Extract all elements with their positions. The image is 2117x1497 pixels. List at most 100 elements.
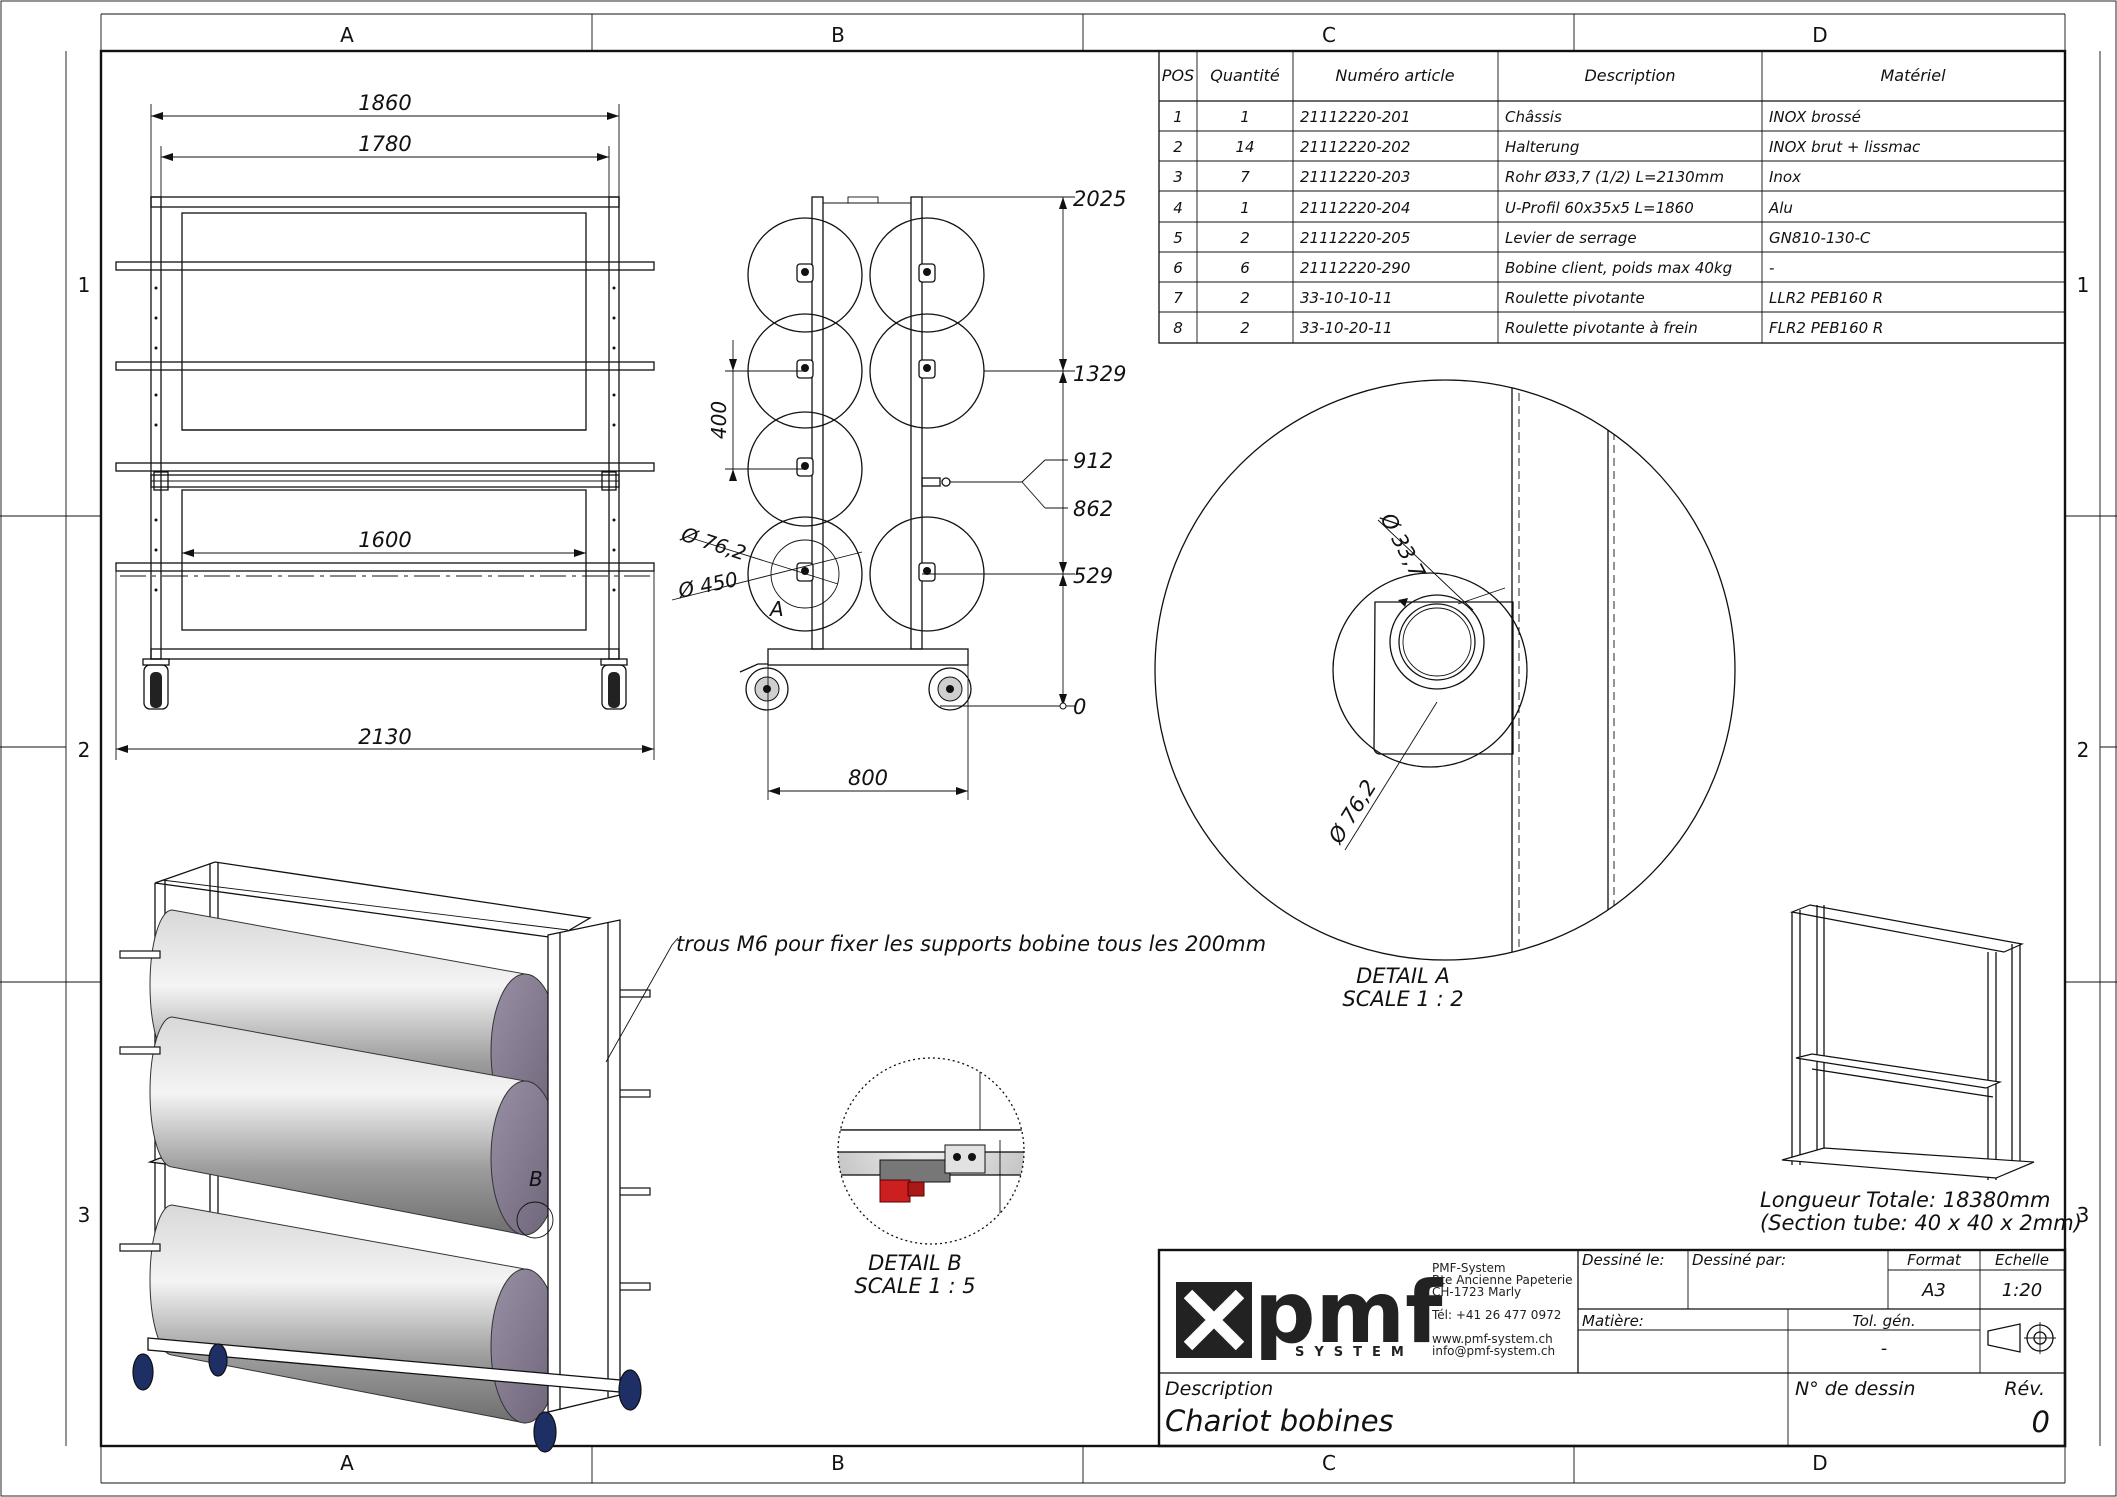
revision-label: Rév.	[2004, 1378, 2045, 1400]
bom-header-qty: Quantité	[1210, 66, 1280, 85]
bom-cell: Rohr Ø33,7 (1/2) L=2130mm	[1505, 168, 1724, 186]
detail-a-title: DETAIL A	[1356, 964, 1450, 988]
tolerance-label: Tol. gén.	[1852, 1312, 1915, 1330]
company-name: PMF-System	[1432, 1261, 1506, 1275]
detail-a-view: Ø 33,7 Ø 76,2 DETAIL A SCALE 1 : 2	[1154, 379, 1736, 1011]
format-label: Format	[1907, 1251, 1962, 1269]
tolerance-value: -	[1881, 1338, 1888, 1359]
format-value: A3	[1921, 1280, 1946, 1301]
bom-cell: Levier de serrage	[1505, 229, 1637, 247]
zone-left-2: 2	[78, 738, 91, 762]
zone-bottom-a: A	[340, 1451, 354, 1475]
detail-b-view: DETAIL B SCALE 1 : 5	[837, 1057, 1025, 1298]
bom-cell: LLR2 PEB160 R	[1769, 289, 1883, 307]
dimension-912: 912	[1073, 449, 1113, 473]
bom-cell: Halterung	[1505, 138, 1579, 156]
logo-wordmark: pmf	[1254, 1263, 1444, 1363]
bom-cell: 1	[1173, 108, 1183, 126]
bom-table: POS Quantité Numéro article Description …	[1158, 50, 2066, 344]
bom-cell: 7	[1240, 168, 1250, 186]
bom-cell: 2	[1240, 289, 1250, 307]
side-diameter-762: Ø 76,2	[678, 522, 750, 566]
bom-cell: 21112220-204	[1300, 199, 1410, 217]
bom-cell: 33-10-10-11	[1300, 289, 1393, 307]
title-block: pmf SYSTEM PMF-System Rte Ancienne Papet…	[1157, 1248, 2067, 1448]
bom-cell: 8	[1173, 319, 1183, 337]
company-email: info@pmf-system.ch	[1432, 1344, 1555, 1358]
bom-cell: 33-10-20-11	[1300, 319, 1393, 337]
zone-left-1: 1	[78, 273, 91, 297]
bom-cell: Roulette pivotante à frein	[1505, 319, 1698, 337]
designed-by-label: Dessiné par:	[1692, 1251, 1786, 1269]
bom-cell: 6	[1173, 259, 1183, 277]
bom-cell: Roulette pivotante	[1505, 289, 1645, 307]
dimension-2025: 2025	[1073, 187, 1126, 211]
zone-bottom-d: D	[1812, 1451, 1827, 1475]
dimension-1600: 1600	[358, 528, 411, 552]
side-view: 2025 1329 912 862 529 0 400 800 Ø 76,2 Ø…	[671, 187, 1126, 800]
bom-cell: 1	[1240, 199, 1250, 217]
scale-label: Echelle	[1995, 1251, 2049, 1269]
logo-subtitle: SYSTEM	[1295, 1345, 1414, 1360]
bom-cell: 21112220-290	[1300, 259, 1410, 277]
bom-header-pos: POS	[1162, 66, 1194, 85]
company-phone: Tél: +41 26 477 0972	[1431, 1308, 1561, 1322]
zone-right-2: 2	[2077, 738, 2090, 762]
detail-a-scale: SCALE 1 : 2	[1342, 987, 1463, 1011]
dimension-529: 529	[1073, 564, 1113, 588]
dimension-2130: 2130	[358, 725, 411, 749]
drawing-number-label: N° de dessin	[1795, 1378, 1915, 1400]
projection-symbol-icon	[1987, 1322, 2056, 1354]
bom-cell: Bobine client, poids max 40kg	[1505, 259, 1732, 277]
detail-b-scale: SCALE 1 : 5	[854, 1274, 975, 1298]
dimension-1860: 1860	[358, 91, 411, 115]
bom-cell: 2	[1240, 229, 1250, 247]
zone-top-c: C	[1322, 23, 1336, 47]
bom-cell: 21112220-201	[1300, 108, 1410, 126]
company-website: www.pmf-system.ch	[1432, 1332, 1553, 1346]
scale-value: 1:20	[2002, 1280, 2042, 1301]
detail-a-marker: A	[768, 597, 784, 621]
bom-cell: 2	[1240, 319, 1250, 337]
designed-on-label: Dessiné le:	[1582, 1251, 1665, 1269]
bom-cell: 6	[1240, 259, 1250, 277]
bom-cell: 7	[1173, 289, 1183, 307]
dimension-800: 800	[848, 766, 888, 790]
revision-value: 0	[2032, 1405, 2050, 1439]
zone-labels: A B C D A B C D 1 2 3 1 2 3	[78, 23, 2090, 1475]
mounting-holes-note: trous M6 pour fixer les supports bobine …	[676, 932, 1266, 956]
bom-cell: GN810-130-C	[1769, 229, 1871, 247]
detail-a-diameter-337: Ø 33,7	[1375, 508, 1430, 582]
bom-cell: 14	[1235, 138, 1254, 156]
bom-cell: 21112220-205	[1300, 229, 1410, 247]
dimension-862: 862	[1073, 497, 1113, 521]
bom-cell: Châssis	[1505, 108, 1562, 126]
zone-top-d: D	[1812, 23, 1827, 47]
front-view: 1860 1780 1600 2130	[115, 91, 655, 760]
bom-cell: 2	[1173, 138, 1183, 156]
zone-top-b: B	[831, 23, 845, 47]
dimension-1329: 1329	[1073, 362, 1126, 386]
bom-cell: INOX brut + lissmac	[1769, 138, 1921, 156]
isometric-view: B trous M6 pour fixer les supports bobin…	[119, 861, 1266, 1453]
dimension-400: 400	[707, 401, 731, 439]
bom-cell: 21112220-203	[1300, 168, 1410, 186]
total-length-label: Longueur Totale: 18380mm	[1760, 1188, 2050, 1212]
frame-preview: Longueur Totale: 18380mm (Section tube: …	[1760, 904, 2082, 1235]
zone-top-a: A	[340, 23, 354, 47]
bom-header-article: Numéro article	[1335, 66, 1454, 85]
bom-cell: 21112220-202	[1300, 138, 1410, 156]
detail-b-title: DETAIL B	[868, 1251, 962, 1275]
drawing-description: Chariot bobines	[1165, 1404, 1394, 1438]
detail-b-marker: B	[529, 1167, 543, 1191]
bom-cell: INOX brossé	[1769, 108, 1861, 126]
material-label: Matière:	[1582, 1312, 1644, 1330]
bom-cell: Inox	[1769, 168, 1801, 186]
bom-cell: 4	[1173, 199, 1183, 217]
bom-header-material: Matériel	[1880, 66, 1946, 85]
tube-section-label: (Section tube: 40 x 40 x 2mm)	[1760, 1211, 2082, 1235]
company-city: CH-1723 Marly	[1432, 1285, 1521, 1299]
zone-bottom-c: C	[1322, 1451, 1336, 1475]
